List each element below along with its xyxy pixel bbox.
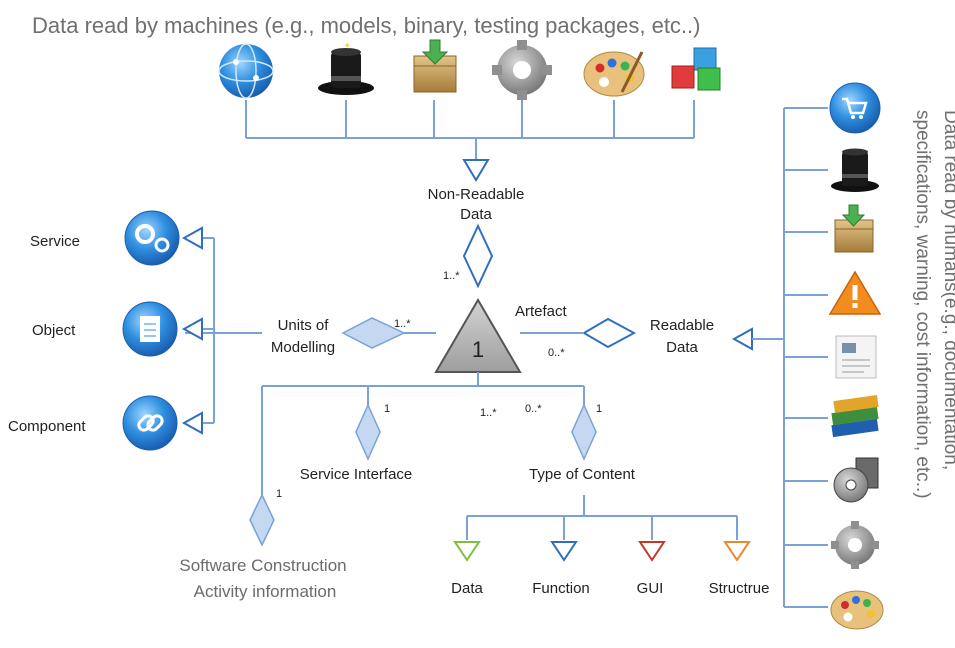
- non-readable-label-1: Non-Readable: [428, 186, 525, 203]
- service-interface-multiplicity: 1: [384, 403, 390, 415]
- shopping-cart-icon: [829, 82, 881, 134]
- globe-network-icon: [218, 43, 274, 99]
- service-label: Service: [30, 233, 80, 250]
- magic-hat-icon: ✦: [318, 41, 374, 95]
- readable-label-1: Readable: [650, 317, 714, 334]
- content-structure-label: Structrue: [709, 580, 770, 597]
- software-multiplicity: 1: [276, 488, 282, 500]
- object-label: Object: [32, 322, 76, 339]
- right-bus-connector: [783, 107, 828, 608]
- software-label-2: Activity information: [194, 582, 337, 601]
- type-of-content-label: Type of Content: [529, 466, 636, 483]
- left-bus-connector: [202, 237, 214, 424]
- non-readable-label-2: Data: [460, 206, 492, 223]
- human-data-title-line2: specifications, warning, cost informatio…: [912, 110, 933, 499]
- software-construction-diamond: [249, 493, 275, 547]
- colored-blocks-icon: [671, 47, 721, 91]
- type-of-content-diamond: [571, 403, 597, 461]
- units-multiplicity: 1..*: [394, 318, 411, 330]
- magic-hat-icon: [831, 148, 879, 192]
- content-gui-arrow: [638, 541, 666, 562]
- software-label-1: Software Construction: [179, 556, 346, 575]
- content-function-label: Function: [532, 580, 590, 597]
- component-label: Component: [8, 418, 86, 435]
- non-readable-generalization-arrow: [462, 159, 490, 182]
- center-multiplicity-b: 0..*: [525, 403, 542, 415]
- svg-text:✦: ✦: [343, 41, 351, 52]
- non-readable-aggregation-diamond: [462, 223, 494, 289]
- service-interface-diamond: [355, 403, 381, 461]
- content-data-arrow: [453, 541, 481, 562]
- human-data-title-line1: Data read by humans(e.g., documentation,: [940, 110, 955, 470]
- artefact-node: 1: [434, 298, 522, 373]
- human-data-title: Data read by humans(e.g., documentation,…: [912, 110, 955, 499]
- units-label-1: Units of: [278, 317, 330, 334]
- service-interface-label: Service Interface: [300, 466, 413, 483]
- document-thumbnail-icon: [835, 335, 877, 379]
- books-icon: [831, 394, 879, 438]
- artefact-label: Artefact: [515, 303, 568, 320]
- paint-palette-icon: [583, 51, 645, 97]
- content-gui-label: GUI: [637, 580, 664, 597]
- top-bus-connector: [245, 100, 695, 182]
- machine-data-title: Data read by machines (e.g., models, bin…: [32, 13, 700, 38]
- package-download-icon: [413, 39, 457, 93]
- non-readable-multiplicity: 1..*: [443, 270, 460, 282]
- package-download-icon: [834, 204, 874, 253]
- readable-aggregation-diamond: [582, 317, 637, 349]
- service-arrow: [181, 226, 203, 250]
- artefact-number: 1: [472, 337, 484, 362]
- readable-multiplicity: 0..*: [548, 347, 565, 359]
- content-structure-arrow: [723, 541, 751, 562]
- service-gears-icon: [124, 210, 180, 266]
- content-data-label: Data: [451, 580, 483, 597]
- paint-palette-icon: [830, 590, 884, 630]
- media-disc-icon: [833, 457, 879, 503]
- object-arrow: [181, 317, 203, 341]
- content-function-arrow: [550, 541, 578, 562]
- warning-icon: [828, 270, 882, 315]
- units-label-2: Modelling: [271, 339, 335, 356]
- document-object-icon: [122, 301, 178, 357]
- type-content-multiplicity: 1: [596, 403, 602, 415]
- gear-icon: [831, 521, 879, 569]
- component-arrow: [181, 411, 203, 435]
- component-link-icon: [122, 395, 178, 451]
- top-icon-row: ✦: [218, 39, 721, 100]
- readable-label-2: Data: [666, 339, 698, 356]
- gear-icon: [492, 40, 552, 100]
- center-multiplicity-a: 1..*: [480, 407, 497, 419]
- readable-generalization-arrow: [731, 327, 753, 351]
